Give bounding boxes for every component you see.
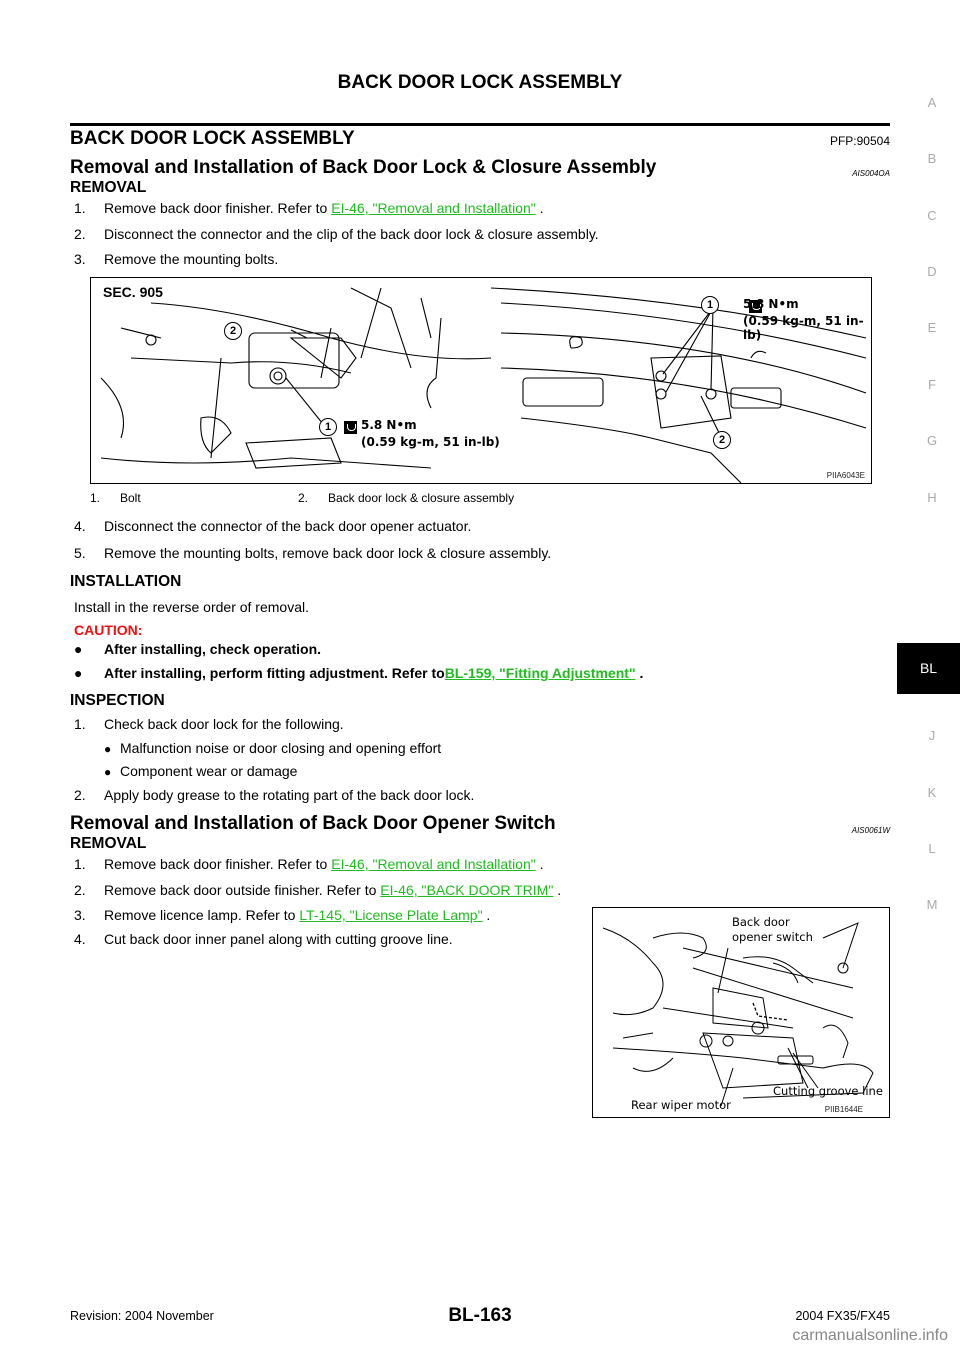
pfp-code: PFP:90504 [829, 134, 890, 148]
link-ei46-back-door-trim[interactable]: EI-46, "BACK DOOR TRIM" [380, 882, 554, 898]
link-lt145-license-lamp[interactable]: LT-145, "License Plate Lamp" [299, 907, 483, 923]
torque-conversion-right: (0.59 kg-m, 51 in-lb) [743, 314, 864, 342]
inspection-heading: INSPECTION [70, 692, 165, 709]
callout-1-right: 1 [701, 296, 719, 314]
side-tab-c[interactable]: C [927, 208, 937, 223]
label-rear-wiper-motor: Rear wiper motor [631, 1098, 731, 1112]
link-ei46-removal-2[interactable]: EI-46, "Removal and Installation" [331, 856, 536, 872]
removal-heading: REMOVAL [70, 179, 147, 196]
side-tab-e[interactable]: E [927, 320, 937, 335]
section-divider [70, 123, 890, 126]
label-back-door: Back door [732, 915, 790, 929]
opener-switch-code: AIS0061W [851, 826, 890, 835]
label-cutting-groove: Cutting groove line [773, 1084, 883, 1098]
label-opener-switch: opener switch [732, 930, 813, 944]
callout-2-right: 2 [713, 431, 731, 449]
watermark: carmanualsonline.info [792, 1327, 948, 1344]
bullet-icon: ● [74, 665, 83, 681]
figure-id: PIIA6043E [826, 471, 865, 480]
installation-text: Install in the reverse order of removal. [74, 599, 309, 615]
side-tab-k[interactable]: K [927, 785, 937, 800]
page-header: BACK DOOR LOCK ASSEMBLY [337, 72, 623, 93]
torque-wrench-icon [749, 300, 763, 314]
torque-value-left: 5.8 N•m [361, 418, 417, 432]
opener-switch-diagram: Back door opener switch Cutting groove l… [592, 907, 890, 1118]
side-tab-m[interactable]: M [926, 897, 938, 912]
opener-step-3: 3.Remove licence lamp. Refer to LT-145, … [74, 907, 491, 923]
side-tab-b[interactable]: B [927, 151, 937, 166]
caution-item-2: ●After installing, perform fitting adjus… [74, 665, 644, 681]
side-tab-d[interactable]: D [927, 264, 937, 279]
removal-step-3: 3.Remove the mounting bolts. [74, 251, 279, 267]
sec-label: SEC. 905 [103, 284, 163, 300]
bullet-icon: ● [104, 742, 112, 756]
lock-closure-diagram: SEC. 905 2 1 5.8 N•m (0.59 kg-m, 51 in-l… [90, 277, 872, 484]
link-ei46-removal[interactable]: EI-46, "Removal and Installation" [331, 200, 536, 216]
opener-switch-title: Removal and Installation of Back Door Op… [70, 813, 556, 834]
inspection-sub-2: ●Component wear or damage [104, 763, 298, 779]
link-bl159-fitting[interactable]: BL-159, "Fitting Adjustment" [444, 665, 636, 681]
inspection-step-2: 2.Apply body grease to the rotating part… [74, 787, 475, 803]
caution-label: CAUTION: [74, 622, 143, 638]
side-tab-f[interactable]: F [928, 377, 936, 392]
removal-step-4: 4.Disconnect the connector of the back d… [74, 518, 472, 534]
lock-closure-title: Removal and Installation of Back Door Lo… [70, 157, 657, 178]
diagram-illustration [602, 922, 874, 1107]
figure-id: PIIB1644E [824, 1105, 863, 1114]
removal-step-5: 5.Remove the mounting bolts, remove back… [74, 545, 552, 561]
footer-revision: Revision: 2004 November [70, 1309, 214, 1323]
callout-1-left: 1 [319, 418, 337, 436]
torque-conversion-left: (0.59 kg-m, 51 in-lb) [361, 435, 500, 449]
inspection-step-1: 1.Check back door lock for the following… [74, 716, 344, 732]
installation-heading: INSTALLATION [70, 573, 182, 590]
inspection-sub-1: ●Malfunction noise or door closing and o… [104, 740, 442, 756]
caution-item-1: ●After installing, check operation. [74, 641, 322, 657]
caption-2: 2.Back door lock & closure assembly [298, 491, 515, 505]
side-tab-a[interactable]: A [927, 95, 937, 110]
opener-step-2: 2.Remove back door outside finisher. Ref… [74, 882, 562, 898]
side-tab-bl[interactable]: BL [897, 643, 960, 694]
opener-step-1: 1.Remove back door finisher. Refer to EI… [74, 856, 544, 872]
bullet-icon: ● [74, 641, 83, 657]
side-tab-j[interactable]: J [928, 728, 936, 743]
side-tab-g[interactable]: G [926, 433, 938, 448]
footer-page-number: BL-163 [448, 1305, 512, 1326]
bullet-icon: ● [104, 765, 112, 779]
torque-value-right: 5.8 N•m [743, 297, 799, 311]
opener-step-4: 4.Cut back door inner panel along with c… [74, 931, 453, 947]
removal-step-1: 1.Remove back door finisher. Refer to EI… [74, 200, 544, 216]
removal-step-2: 2.Disconnect the connector and the clip … [74, 226, 599, 242]
callout-2-left: 2 [224, 322, 242, 340]
lock-closure-code: AIS004OA [852, 169, 890, 178]
caption-1: 1.Bolt [90, 491, 141, 505]
footer-model: 2004 FX35/FX45 [795, 1309, 890, 1323]
side-tab-l[interactable]: L [928, 841, 936, 856]
opener-removal-heading: REMOVAL [70, 835, 147, 852]
side-tab-h[interactable]: H [927, 490, 937, 505]
section-title: BACK DOOR LOCK ASSEMBLY [70, 128, 355, 149]
torque-wrench-icon [344, 421, 357, 435]
